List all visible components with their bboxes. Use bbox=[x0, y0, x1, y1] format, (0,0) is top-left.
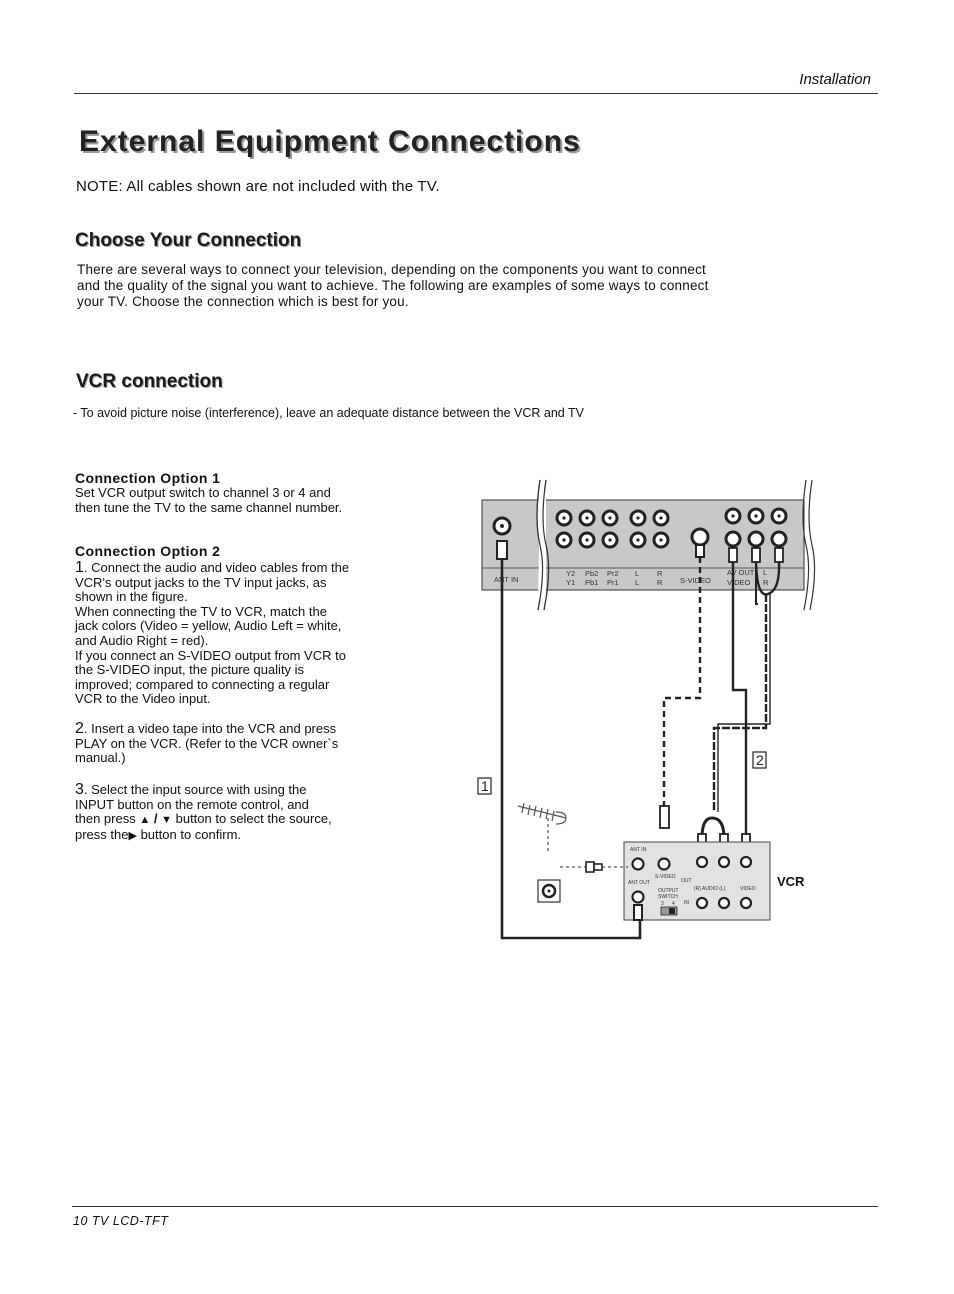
tv-svideo-jack bbox=[690, 527, 710, 547]
option1-line: Set VCR output switch to channel 3 or 4 … bbox=[75, 485, 331, 500]
vcr-label: VCR bbox=[777, 874, 805, 889]
vcr-tip: - To avoid picture noise (interference),… bbox=[73, 406, 584, 420]
step1-line: and Audio Right = red). bbox=[75, 632, 209, 648]
vcr-label-svideo: S-VIDEO bbox=[655, 874, 676, 880]
vcr-label-out: OUT bbox=[681, 878, 692, 884]
vcr-ant-out-jack bbox=[631, 890, 645, 904]
choose-paragraph: There are several ways to connect your t… bbox=[77, 262, 817, 310]
step3-line: . Select the input source with using the bbox=[83, 782, 307, 797]
vcr-ant-in-jack bbox=[631, 857, 645, 871]
step1-number: 1 bbox=[75, 559, 84, 576]
vcr-label-ant-in: ANT IN bbox=[630, 847, 647, 853]
tv-label-out-l: L bbox=[763, 568, 767, 577]
vcr-label-video: VIDEO bbox=[740, 886, 756, 892]
cables-note: NOTE: All cables shown are not included … bbox=[76, 178, 440, 195]
footer-rule bbox=[72, 1206, 878, 1207]
coax-connector-icon bbox=[585, 861, 603, 873]
step3-number: 3 bbox=[75, 781, 84, 798]
tv-label-pr1: Pr1 bbox=[607, 578, 619, 587]
step2-line: . Insert a video tape into the VCR and p… bbox=[83, 721, 337, 736]
tv-label-l2: L bbox=[635, 578, 639, 587]
choose-heading: Choose Your Connection bbox=[75, 230, 302, 251]
step1-line: VCR to the Video input. bbox=[75, 691, 211, 707]
header-rule bbox=[74, 93, 878, 94]
step1-line: improved; compared to connecting a regul… bbox=[75, 676, 330, 692]
section-label: Installation bbox=[799, 71, 871, 88]
step1-line: . Connect the audio and video cables fro… bbox=[83, 560, 350, 575]
tv-label-av-out: AV OUT bbox=[727, 568, 755, 577]
step3-line: press the bbox=[75, 826, 129, 842]
page-title: External Equipment Connections bbox=[79, 125, 581, 158]
vcr-heading: VCR connection bbox=[76, 371, 223, 392]
vcr-label-output: OUTPUT bbox=[658, 888, 679, 894]
vcr-connection-diagram: ANT IN Y2 Y1 Pb2 Pb1 Pr2 Pr1 L L R R S-V… bbox=[477, 479, 816, 940]
tv-label-pr2: Pr2 bbox=[607, 569, 619, 578]
down-arrow-icon: ▼ bbox=[161, 814, 172, 827]
vcr-label-switch: SWITCH bbox=[658, 894, 678, 900]
tv-label-video: VIDEO bbox=[727, 578, 751, 587]
tv-label-r1: R bbox=[657, 569, 663, 578]
antenna-icon bbox=[517, 802, 567, 852]
step1-line: shown in the figure. bbox=[75, 589, 188, 605]
step3-line: INPUT button on the remote control, and bbox=[75, 796, 309, 812]
step2-number: 2 bbox=[75, 720, 84, 737]
choose-line: your TV. Choose the connection which is … bbox=[77, 294, 409, 309]
step2-line: PLAY on the VCR. (Refer to the VCR owner… bbox=[75, 735, 339, 751]
option2-step3: 3. Select the input source with using th… bbox=[75, 781, 375, 843]
option2-step1: 1. Connect the audio and video cables fr… bbox=[75, 559, 375, 707]
svideo-cable bbox=[662, 557, 702, 810]
tv-label-y1: Y1 bbox=[566, 578, 575, 587]
choose-line: There are several ways to connect your t… bbox=[77, 262, 706, 277]
step2-line: manual.) bbox=[75, 750, 126, 766]
vcr-label-in: IN bbox=[684, 900, 689, 906]
video-cable bbox=[731, 562, 748, 840]
page-footer: 10 TV LCD-TFT bbox=[73, 1214, 169, 1228]
tv-label-pb2: Pb2 bbox=[585, 569, 598, 578]
badge-1-label: 1 bbox=[481, 778, 489, 794]
badge-2-label: 2 bbox=[756, 752, 764, 768]
step3-line: button to confirm. bbox=[140, 826, 242, 842]
tv-label-out-r: R bbox=[763, 578, 769, 587]
step1-line: jack colors (Video = yellow, Audio Left … bbox=[75, 618, 342, 634]
option1-title: Connection Option 1 bbox=[75, 470, 221, 486]
option2-step2: 2. Insert a video tape into the VCR and … bbox=[75, 720, 375, 766]
step1-line: When connecting the TV to VCR, match the bbox=[75, 603, 327, 619]
tv-rca-plugs bbox=[728, 547, 784, 563]
tv-label-ant-in: ANT IN bbox=[494, 575, 518, 584]
option2-title: Connection Option 2 bbox=[75, 543, 221, 559]
tv-label-pb1: Pb1 bbox=[585, 578, 598, 587]
vcr-back-panel bbox=[623, 841, 771, 921]
tv-label-svideo: S-VIDEO bbox=[680, 576, 711, 585]
step1-line: the S-VIDEO input, the picture quality i… bbox=[75, 662, 305, 678]
audio-cable bbox=[712, 594, 768, 812]
vcr-svideo-jack bbox=[657, 857, 671, 871]
tv-label-l1: L bbox=[635, 569, 639, 578]
step1-line: VCR's output jacks to the TV input jacks… bbox=[75, 574, 327, 590]
choose-line: and the quality of the signal you want t… bbox=[77, 278, 709, 293]
badge-2 bbox=[752, 751, 767, 769]
badge-1 bbox=[477, 777, 492, 795]
vcr-label-audio: (R) AUDIO (L) bbox=[694, 886, 726, 892]
step1-line: If you connect an S-VIDEO output from VC… bbox=[75, 647, 346, 663]
tv-label-r2: R bbox=[657, 578, 663, 587]
rf-cable bbox=[500, 560, 642, 940]
step3-line: button to select the source, bbox=[175, 811, 332, 827]
option1-line: then tune the TV to the same channel num… bbox=[75, 499, 343, 515]
vcr-label-ch4: 4 bbox=[672, 901, 675, 907]
vcr-label-ant-out: ANT OUT bbox=[628, 880, 650, 886]
vcr-label-ch3: 3 bbox=[661, 901, 664, 907]
tv-label-y2: Y2 bbox=[566, 569, 575, 578]
step3-line: then press bbox=[75, 811, 136, 827]
right-arrow-icon: ▶ bbox=[128, 829, 137, 842]
option1-text: Set VCR output switch to channel 3 or 4 … bbox=[75, 485, 343, 515]
up-arrow-icon: ▲ bbox=[139, 814, 151, 827]
